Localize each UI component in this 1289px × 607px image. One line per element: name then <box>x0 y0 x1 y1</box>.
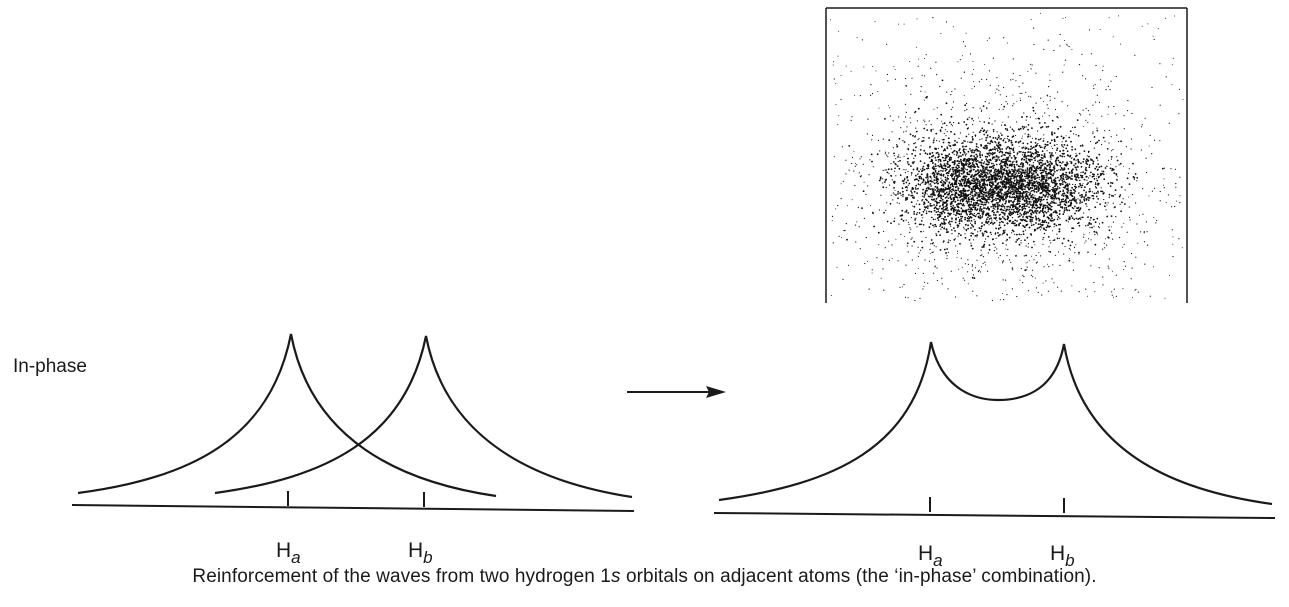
wave-b-curve <box>214 335 633 499</box>
electron-density-plot <box>825 7 1188 303</box>
separate-waves-panel <box>71 333 635 512</box>
combined-wave-panel <box>713 341 1276 519</box>
electron-density-dots <box>830 12 1184 302</box>
transition-arrow <box>627 386 726 398</box>
right-atom-a-label: Ha <box>918 542 943 570</box>
right-axis-line <box>713 512 1276 519</box>
combined-wave-curve <box>718 341 1273 506</box>
caption-text-after: orbitals on adjacent atoms (the ‘in-phas… <box>620 566 1097 587</box>
right-atom-b-label: Hb <box>1050 542 1075 570</box>
wave-a-curve <box>77 333 497 498</box>
caption-text-before: Reinforcement of the waves from two hydr… <box>192 566 611 587</box>
arrow-head <box>706 386 726 398</box>
caption-text-italic: s <box>610 566 621 587</box>
left-axis-line <box>71 504 635 512</box>
in-phase-label: In-phase <box>13 356 87 377</box>
figure-caption: Reinforcement of the waves from two hydr… <box>0 566 1289 588</box>
left-atom-a-label: Ha <box>276 539 301 567</box>
left-atom-b-label: Hb <box>408 539 433 567</box>
